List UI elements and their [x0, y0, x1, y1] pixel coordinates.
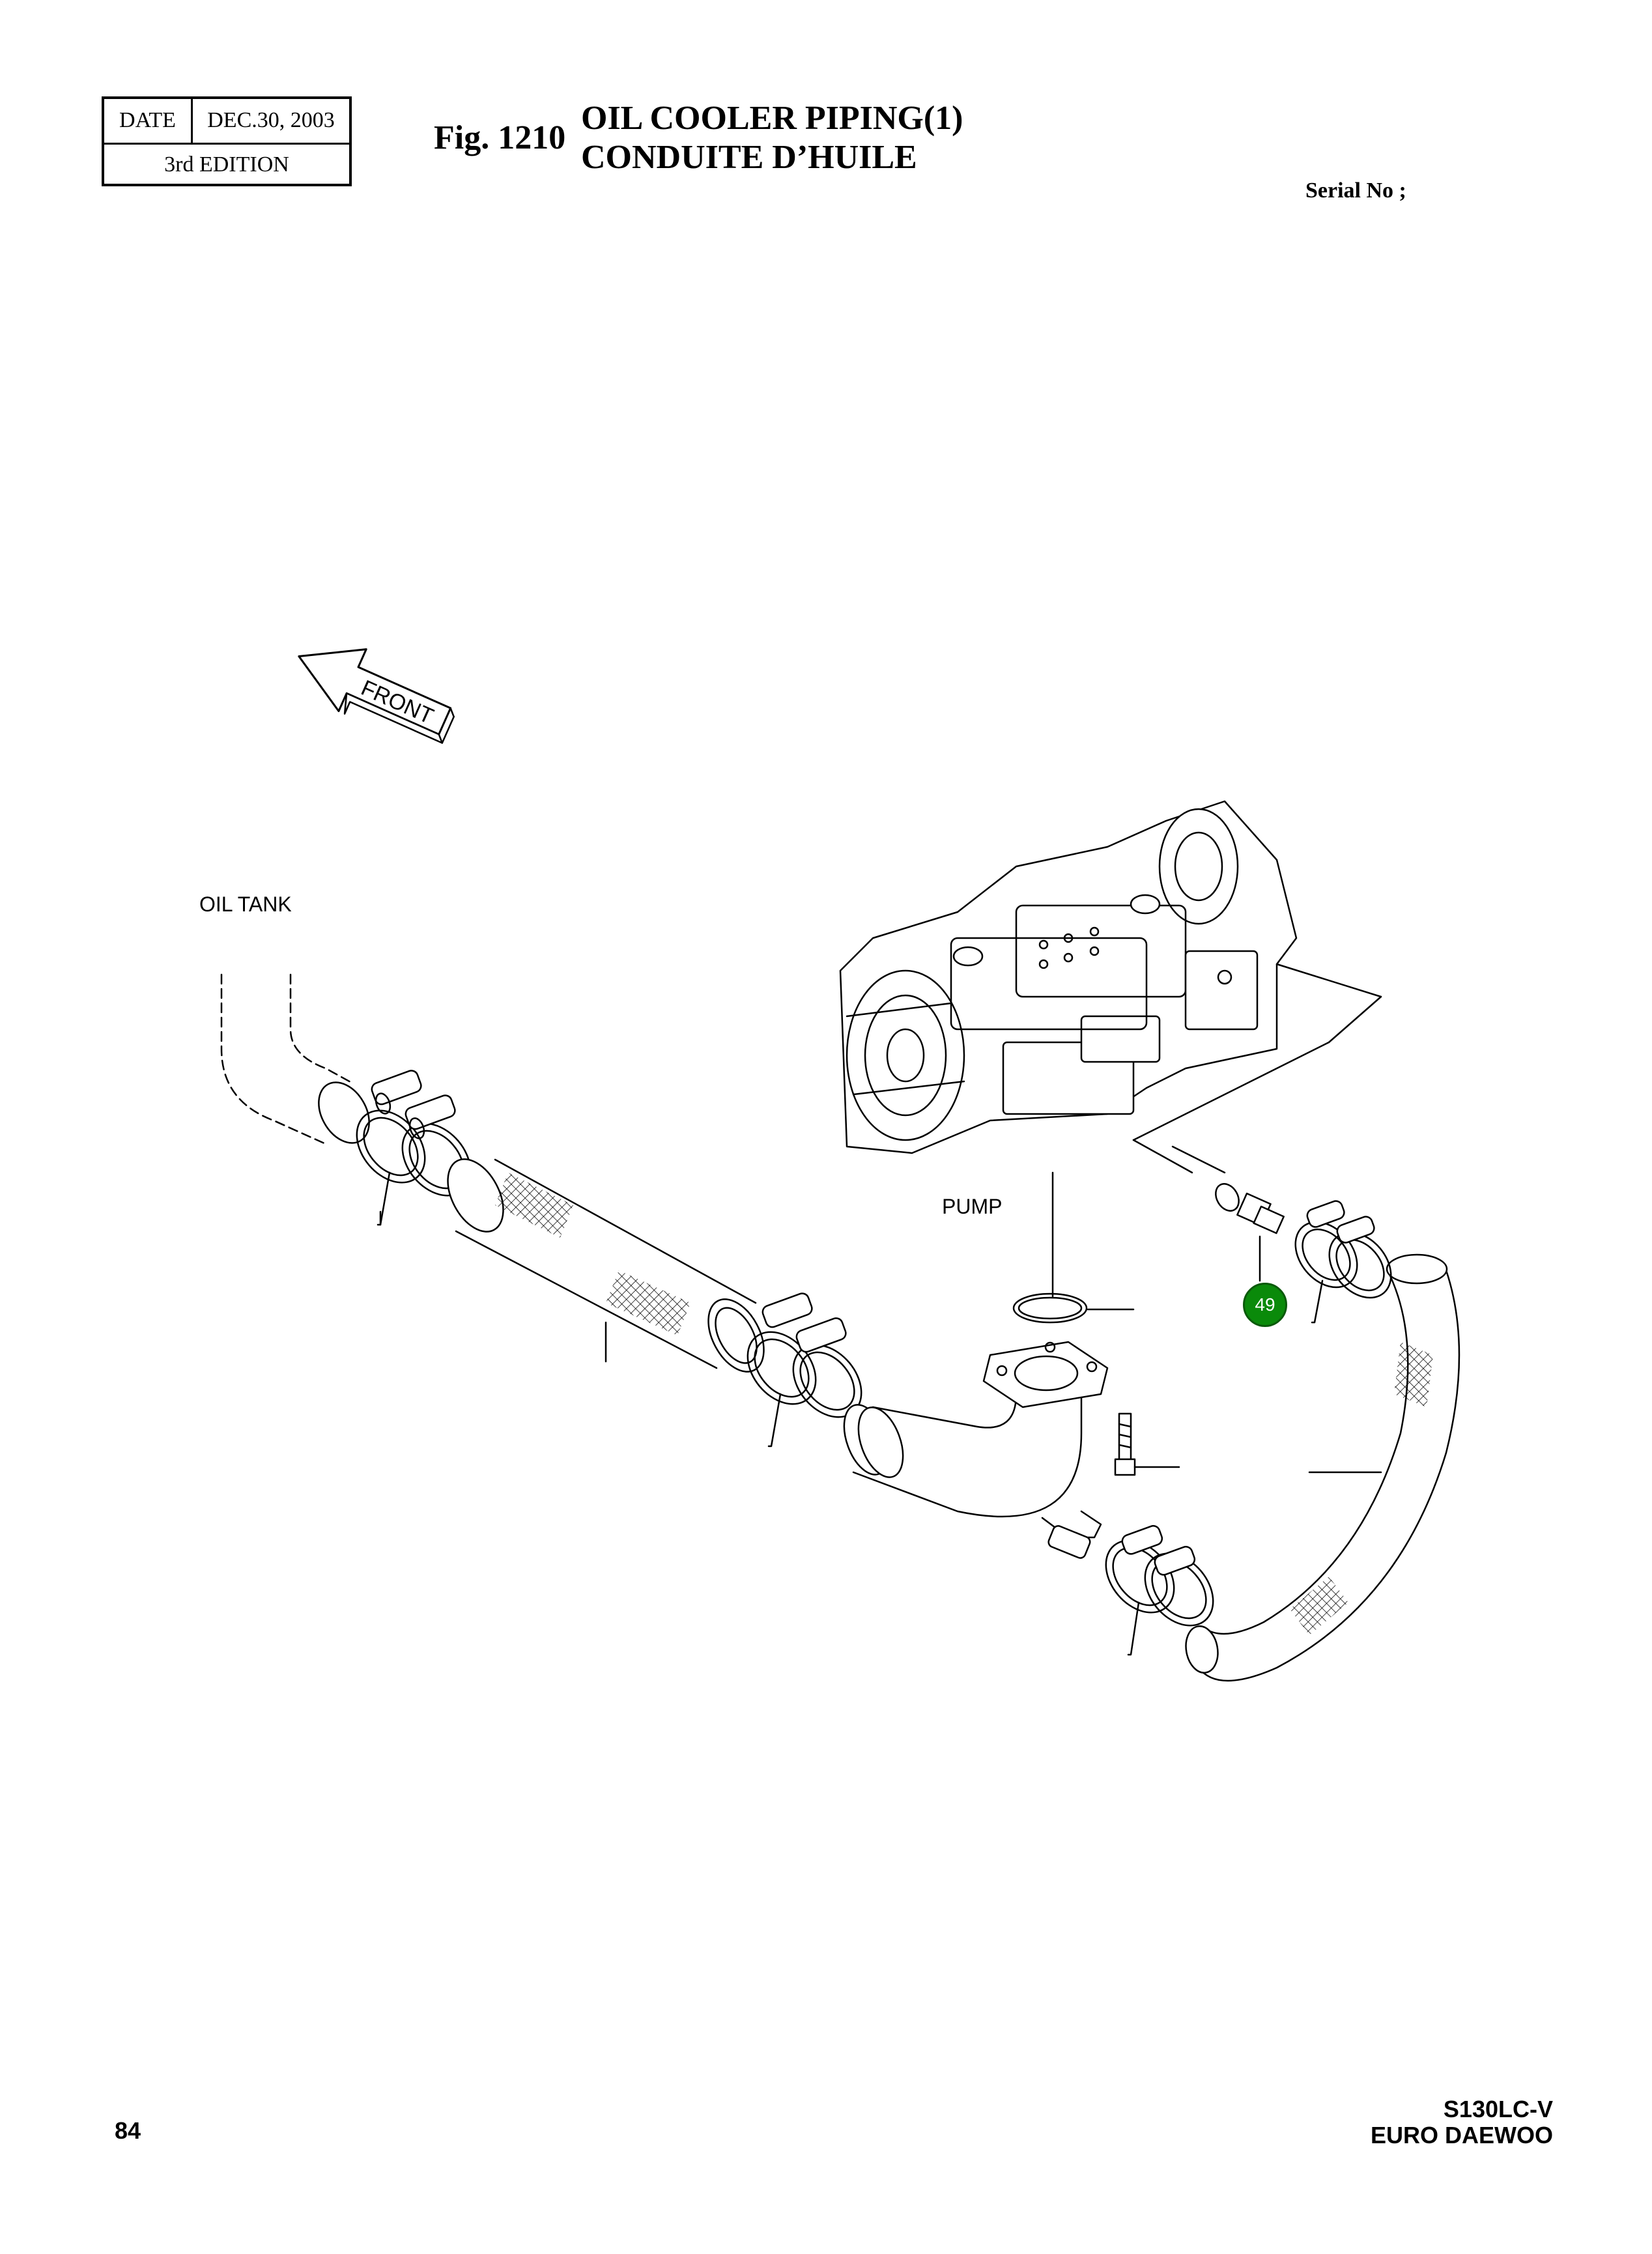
pump-label: PUMP — [942, 1195, 1003, 1218]
hose-clamp-pair-2 — [747, 1292, 862, 1448]
date-label: DATE — [104, 99, 193, 143]
front-direction-arrow: FRONT — [298, 648, 455, 744]
date-box: DATE DEC.30, 2003 3rd EDITION — [102, 96, 352, 186]
model-footer: S130LC-V EURO DAEWOO — [1371, 2096, 1553, 2148]
flange-bolt — [1114, 1412, 1180, 1476]
date-value: DEC.30, 2003 — [207, 108, 335, 132]
part-callout-49[interactable]: 49 — [1243, 1283, 1287, 1327]
manufacturer-name: EURO DAEWOO — [1370, 2122, 1553, 2148]
page-number: 84 — [115, 2117, 141, 2144]
edition-label: 3rd EDITION — [164, 152, 289, 177]
oil-tank-label: OIL TANK — [199, 892, 292, 916]
curved-hose — [1185, 1253, 1460, 1682]
adapter-fitting — [1171, 1145, 1285, 1282]
pump-assembly — [839, 800, 1382, 1298]
date-row: DATE DEC.30, 2003 — [104, 99, 349, 145]
hose-clamp-pair-3 — [1105, 1525, 1214, 1656]
figure-number: Fig. 1210 — [434, 119, 566, 156]
serial-number-label: Serial No ; — [1305, 178, 1406, 203]
page-title: OIL COOLER PIPING(1) — [581, 100, 963, 137]
o-ring — [1012, 1292, 1135, 1324]
elbow-pipe-with-flange — [843, 1341, 1109, 1559]
hose-clamp-pair-4 — [1294, 1200, 1392, 1324]
page-title-french: CONDUITE D’HUILE — [581, 139, 917, 176]
hose-clamp-pair-1 — [356, 1070, 472, 1226]
oil-tank-pipe — [220, 973, 370, 1145]
straight-hose — [447, 1158, 765, 1373]
model-name: S130LC-V — [1443, 2096, 1553, 2122]
